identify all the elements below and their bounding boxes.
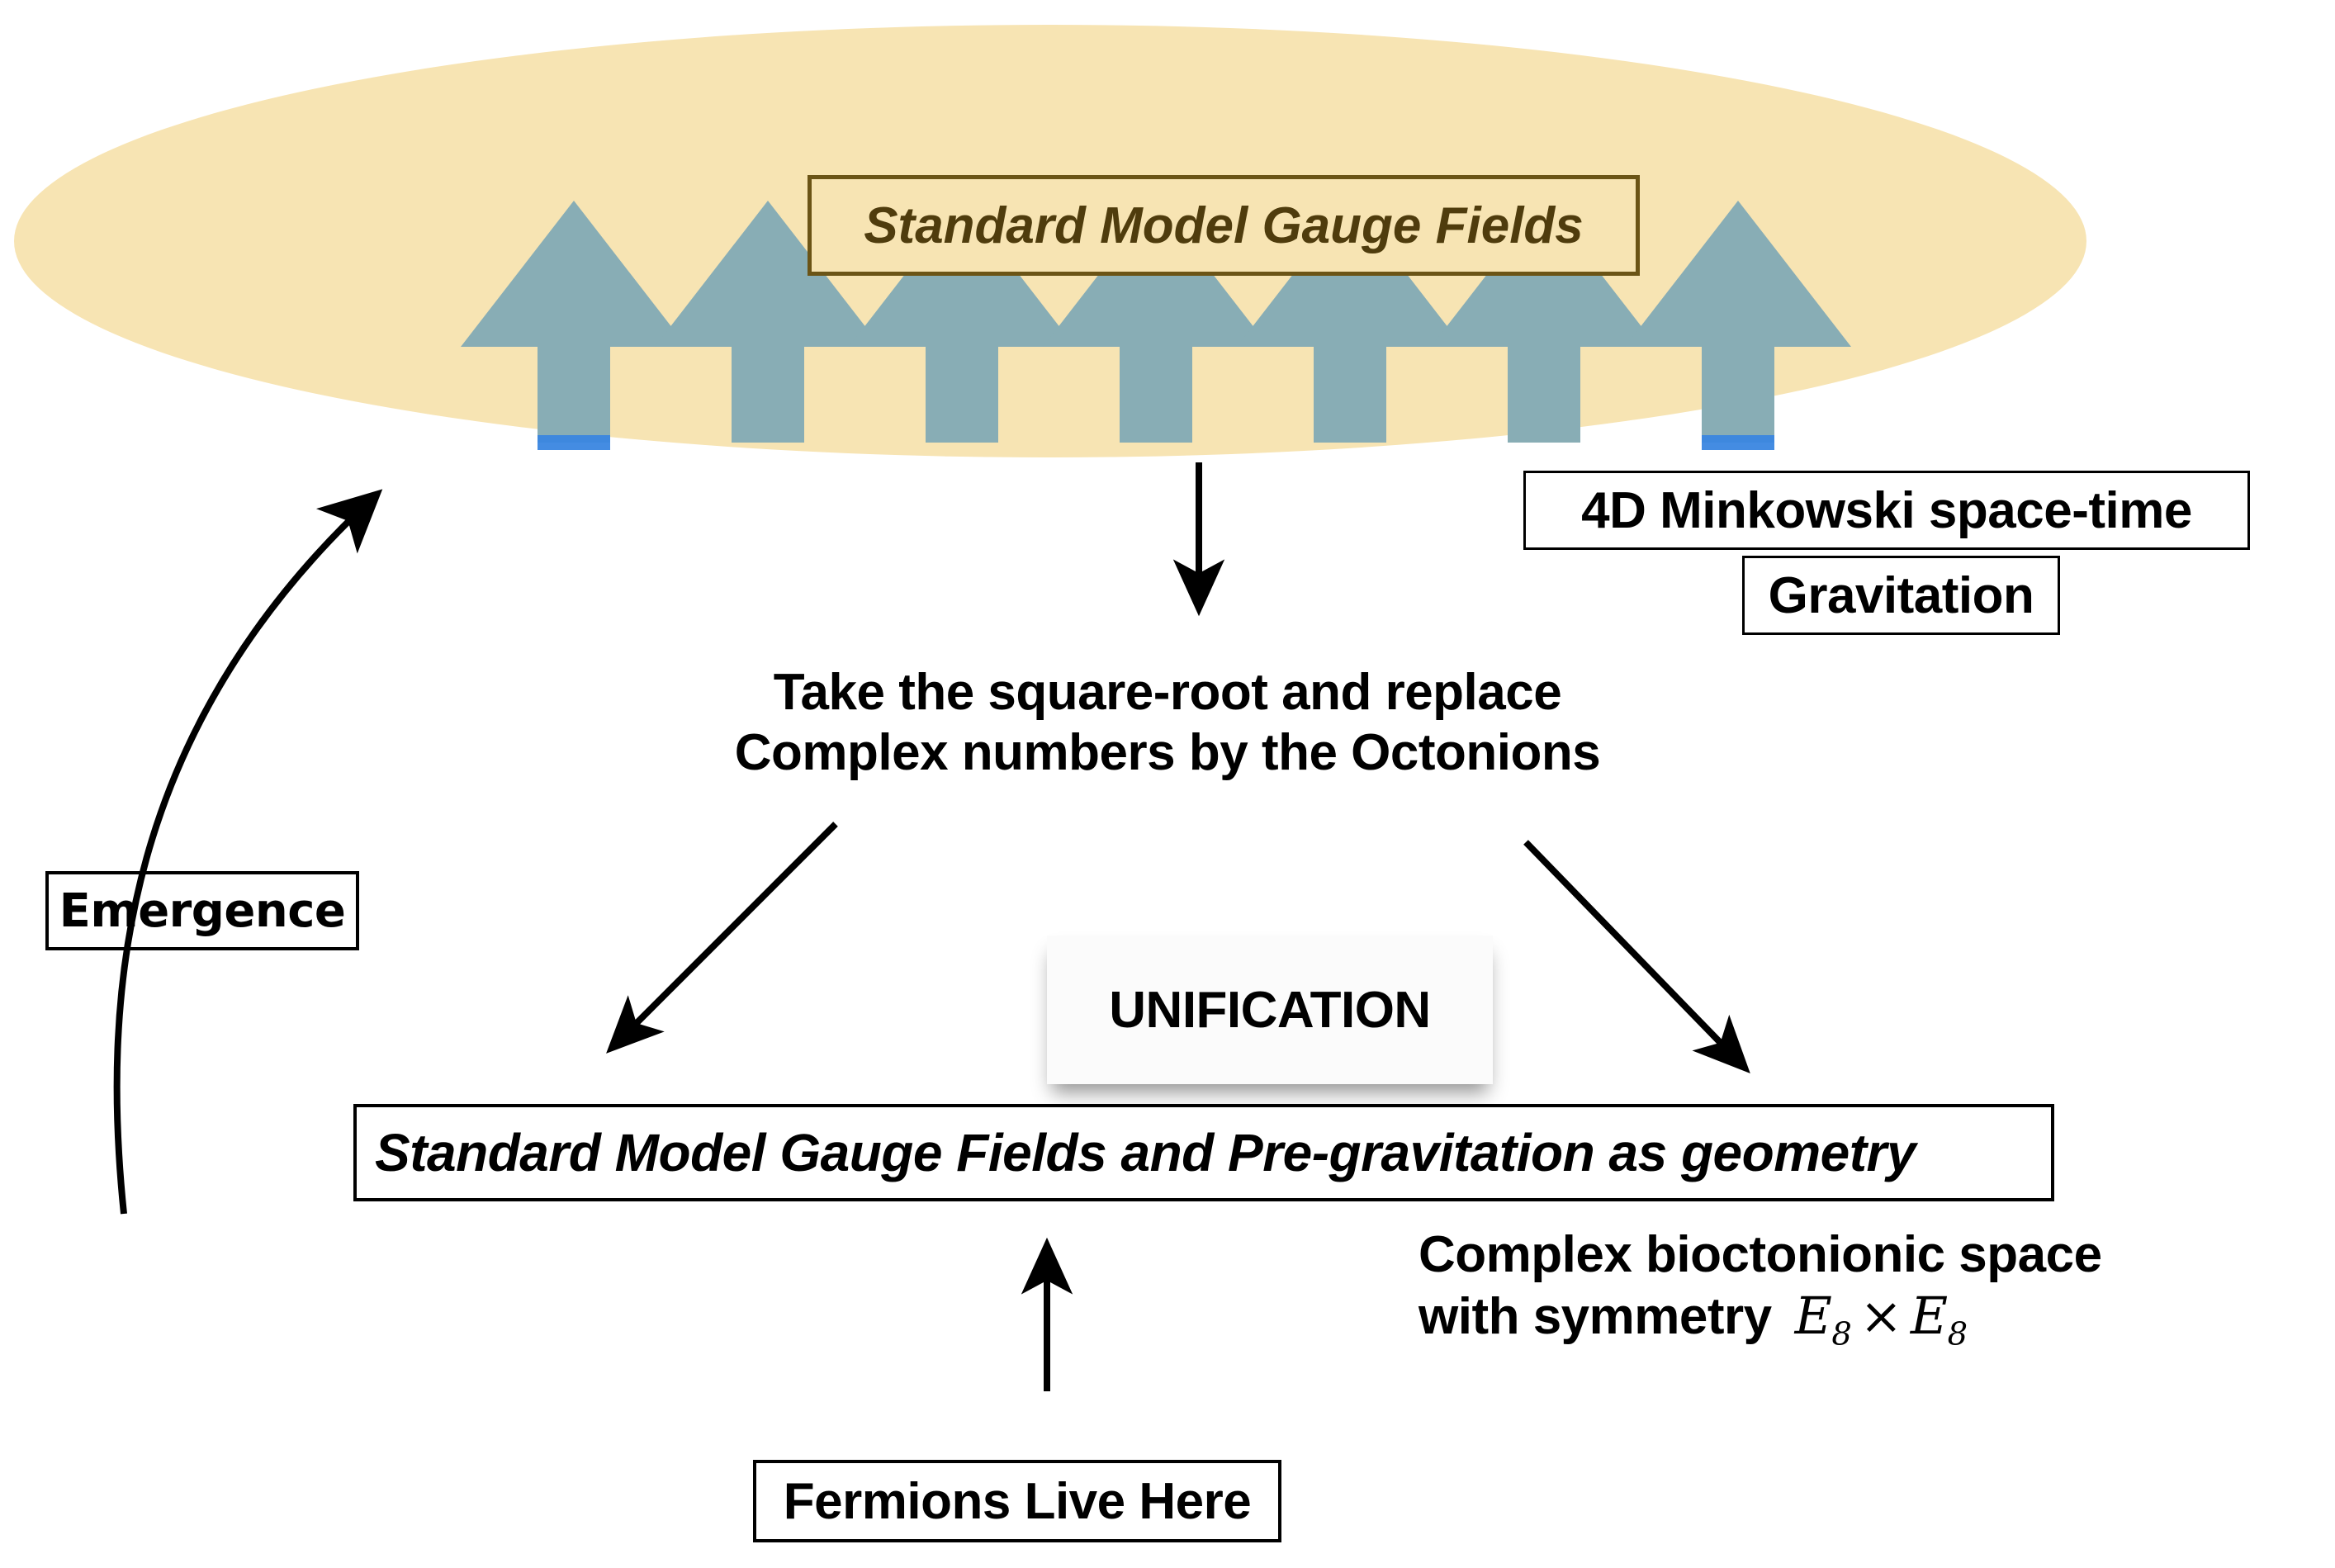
unification-label-text: UNIFICATION: [1109, 981, 1431, 1039]
bioctonionic-space-annotation: Complex bioctonionic space with symmetry…: [1419, 1225, 2244, 1354]
fermions-label-text: Fermions Live Here: [783, 1472, 1252, 1530]
symmetry-group-e-1: E: [1794, 1286, 1832, 1347]
geometry-banner-text: Standard Model Gauge Fields and Pre-grav…: [375, 1123, 1916, 1182]
bioctonionic-line-2: with symmetry: [1419, 1288, 1772, 1346]
minkowski-label-text: 4D Minkowski space-time: [1581, 481, 2192, 539]
minkowski-spacetime-label: 4D Minkowski space-time: [1523, 471, 2250, 550]
arrow-emergence-curve: [113, 489, 383, 1215]
transform-line-2: Complex numbers by the Octonions: [734, 724, 1601, 782]
symmetry-operator: ×: [1859, 1286, 1902, 1347]
bioctonionic-line-2-row: with symmetry E8×E8: [1419, 1286, 2244, 1354]
transform-instruction: Take the square-root and replace Complex…: [0, 662, 2335, 783]
geometry-banner: Standard Model Gauge Fields and Pre-grav…: [353, 1104, 2054, 1201]
blue-accent-right: [1702, 435, 1774, 450]
bioctonionic-line-1: Complex bioctonionic space: [1419, 1226, 2102, 1283]
gauge-arrow: [1625, 201, 1851, 443]
standard-model-gauge-fields-banner: Standard Model Gauge Fields: [808, 175, 1640, 276]
unification-callout: UNIFICATION: [1047, 936, 1493, 1084]
arrow-transform-to-geometry: [606, 822, 838, 1054]
gravitation-label-text: Gravitation: [1768, 566, 2034, 624]
blue-accent-left: [538, 435, 610, 450]
emergence-label-text: Emergence: [59, 883, 346, 938]
symmetry-group-formula: E8×E8: [1772, 1286, 1968, 1354]
gravitation-label: Gravitation: [1742, 556, 2060, 635]
symmetry-group-e-2: E: [1910, 1286, 1948, 1347]
symmetry-sub-2: 8: [1947, 1315, 1968, 1353]
symmetry-sub-1: 8: [1831, 1315, 1852, 1353]
gauge-banner-label: Standard Model Gauge Fields: [864, 197, 1584, 254]
emergence-label: Emergence: [45, 871, 359, 950]
transform-line-1: Take the square-root and replace: [773, 664, 1562, 721]
arrow-transform-to-bioctonionic: [1523, 840, 1750, 1074]
fermions-live-here-label: Fermions Live Here: [753, 1460, 1281, 1542]
gauge-arrow: [461, 201, 687, 443]
